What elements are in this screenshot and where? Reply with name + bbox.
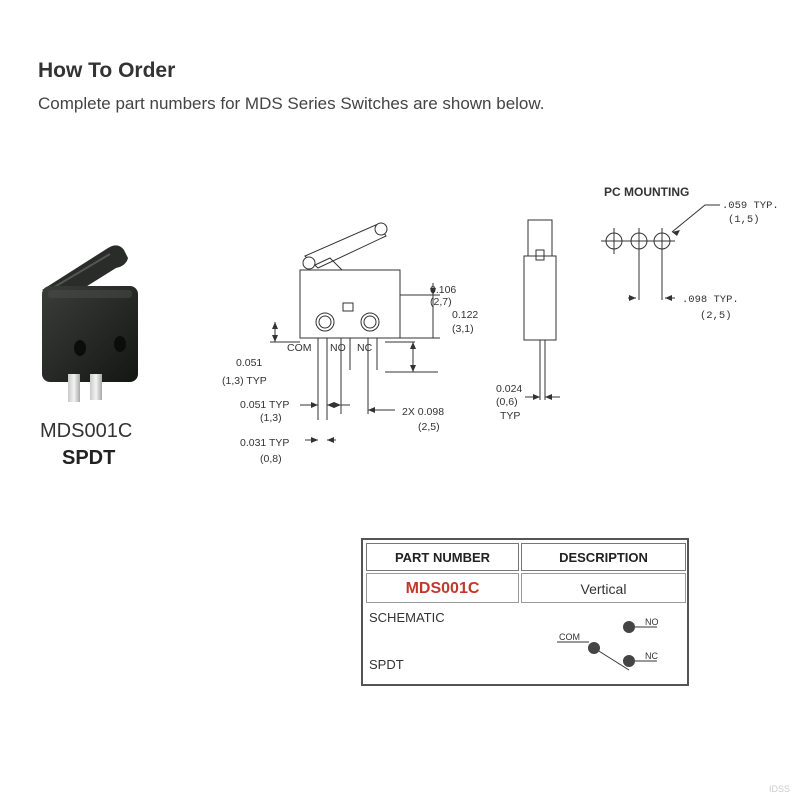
pc-hole-dim: .059 TYP. [722, 200, 779, 212]
watermark: IDSS [768, 784, 790, 794]
pin-label-no: NO [330, 342, 346, 354]
product-photo [42, 245, 138, 402]
dim-0024-typ: TYP [500, 410, 520, 422]
schematic-com-label: COM [559, 632, 580, 642]
dim-0051-typ2-mm: (1,3) [260, 412, 282, 424]
dim-0106-mm: (2,7) [430, 296, 452, 308]
description-cell: Vertical [521, 573, 686, 603]
dim-0106: 0.106 [430, 284, 456, 296]
dim-0122-mm: (3,1) [452, 323, 474, 335]
part-number-cell: MDS001C [366, 573, 519, 603]
pin-label-nc: NC [357, 342, 373, 354]
pc-pitch-dim-mm: (2,5) [700, 310, 732, 322]
dim-0051-typ: (1,3) TYP [222, 375, 267, 387]
pin-label-com: COM [287, 342, 312, 354]
product-switch-type: SPDT [62, 447, 116, 469]
dim-0024: 0.024 [496, 383, 522, 395]
page-subtitle: Complete part numbers for MDS Series Swi… [38, 94, 545, 113]
column-header-part-number: PART NUMBER [366, 543, 519, 571]
product-part-number: MDS001C [40, 420, 133, 442]
dim-0031-typ: 0.031 TYP [240, 437, 289, 449]
dim-0024-mm: (0,6) [496, 396, 518, 408]
schematic-label: SCHEMATIC [369, 610, 445, 625]
dim-2x0098: 2X 0.098 [402, 406, 444, 418]
dim-2x0098-mm: (2,5) [418, 421, 440, 433]
ordering-table: PART NUMBER DESCRIPTION MDS001C Vertical… [361, 538, 689, 686]
column-header-description: DESCRIPTION [521, 543, 686, 571]
page-title: How To Order [38, 59, 176, 82]
dim-0122: 0.122 [452, 309, 478, 321]
spdt-schematic: COM NO NC [557, 617, 659, 671]
schematic-type: SPDT [369, 657, 404, 672]
technical-drawing: COM NO NC 0.106 (2,7) 0.122 (3,1) 0.051 … [222, 185, 779, 465]
pc-hole-dim-mm: (1,5) [728, 214, 760, 226]
pc-pitch-dim: .098 TYP. [682, 294, 739, 306]
dim-0051-typ2: 0.051 TYP [240, 399, 289, 411]
dim-0051: 0.051 [236, 357, 262, 369]
schematic-nc-label: NC [645, 651, 658, 661]
dim-0031-typ-mm: (0,8) [260, 453, 282, 465]
pc-mounting-title: PC MOUNTING [604, 185, 689, 199]
schematic-no-label: NO [645, 617, 659, 627]
